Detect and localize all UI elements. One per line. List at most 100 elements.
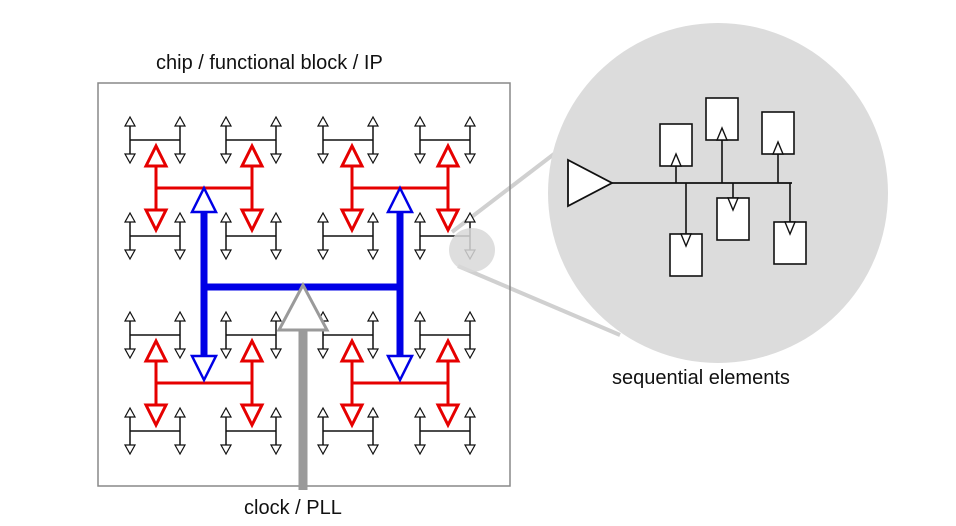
red-buffer-icon [239,208,265,234]
red-buffer-icon [339,208,365,234]
leaf-buffer-icon [463,153,477,165]
leaf-buffer-icon [366,310,380,322]
red-buffer-icon [239,142,265,168]
leaf-buffer-icon [316,115,330,127]
clock-pin-icon [783,221,797,236]
leaf-buffer-icon [463,406,477,418]
leaf-buffer-icon [366,444,380,456]
leaf-buffer-icon [269,211,283,223]
clock-pin-icon [679,233,693,248]
blue-buffer-icon [189,354,219,383]
leaf-buffer-icon [463,115,477,127]
leaf-buffer-icon [413,444,427,456]
sequential-elements-label: sequential elements [612,367,790,389]
zoom-buffer-icon [567,158,614,208]
leaf-buffer-icon [463,444,477,456]
leaf-buffer-icon [413,310,427,322]
leaf-buffer-icon [173,348,187,360]
leaf-buffer-icon [413,211,427,223]
leaf-buffer-icon [173,153,187,165]
clock-pin-icon [669,152,683,167]
leaf-buffer-icon [269,348,283,360]
red-buffer-icon [143,142,169,168]
leaf-buffer-icon [219,115,233,127]
leaf-buffer-icon [413,115,427,127]
clock-pin-icon [726,197,740,212]
red-buffer-icon [435,142,461,168]
red-buffer-icon [239,403,265,429]
leaf-buffer-icon [269,310,283,322]
blue-buffer-icon [385,185,415,214]
red-buffer-icon [339,142,365,168]
red-buffer-icon [339,337,365,363]
leaf-buffer-icon [269,444,283,456]
leaf-buffer-icon [366,211,380,223]
leaf-buffer-icon [123,310,137,322]
red-buffer-icon [143,337,169,363]
leaf-buffer-icon [366,115,380,127]
leaf-buffer-icon [463,211,477,223]
leaf-buffer-icon [219,249,233,261]
red-buffer-icon [143,208,169,234]
leaf-buffer-icon [316,348,330,360]
leaf-buffer-icon [366,348,380,360]
leaf-buffer-icon [269,115,283,127]
leaf-buffer-icon [316,249,330,261]
blue-buffer-icon [385,354,415,383]
leaf-buffer-icon [219,310,233,322]
leaf-buffer-icon [123,406,137,418]
red-buffer-icon [339,403,365,429]
leaf-buffer-icon [173,115,187,127]
leaf-buffer-icon [269,406,283,418]
leaf-buffer-icon [219,211,233,223]
leaf-buffer-icon [219,444,233,456]
clock-trunk [276,281,330,490]
clock-pin-icon [715,126,729,141]
red-buffer-icon [435,208,461,234]
blue-buffer-icon [189,185,219,214]
leaf-buffer-icon [413,153,427,165]
leaf-buffer-icon [269,249,283,261]
leaf-buffer-icon [173,406,187,418]
leaf-buffer-icon [316,406,330,418]
leaf-buffer-icon [219,153,233,165]
zoom-circle-fill [548,23,888,363]
red-buffer-icon [435,403,461,429]
leaf-buffer-icon [413,406,427,418]
leaf-clusters [123,115,477,456]
leaf-buffer-icon [366,406,380,418]
red-buffer-icon [435,337,461,363]
leaf-buffer-icon [219,406,233,418]
leaf-buffer-icon [413,348,427,360]
connector-line [457,264,621,337]
level2-red-h-trees [143,142,461,429]
clock-label: clock / PLL [244,497,342,519]
clock-pin-icon [771,140,785,155]
leaf-buffer-icon [366,153,380,165]
red-buffer-icon [143,403,169,429]
leaf-buffer-icon [219,348,233,360]
leaf-buffer-icon [463,310,477,322]
chip-label: chip / functional block / IP [156,52,383,74]
leaf-buffer-icon [316,444,330,456]
leaf-buffer-icon [366,249,380,261]
leaf-buffer-icon [269,153,283,165]
zoom-source-highlight [449,228,495,272]
leaf-buffer-icon [123,249,137,261]
leaf-buffer-icon [123,348,137,360]
leaf-buffer-icon [316,211,330,223]
leaf-buffer-icon [123,211,137,223]
leaf-buffer-icon [413,249,427,261]
leaf-buffer-icon [173,444,187,456]
leaf-buffer-icon [123,115,137,127]
leaf-buffer-icon [173,211,187,223]
leaf-buffer-icon [173,249,187,261]
leaf-buffer-icon [316,153,330,165]
zoom-circle [548,23,888,363]
leaf-buffer-icon [123,153,137,165]
leaf-buffer-icon [173,310,187,322]
clock-driver-icon [276,281,330,332]
red-buffer-icon [239,337,265,363]
leaf-buffer-icon [123,444,137,456]
